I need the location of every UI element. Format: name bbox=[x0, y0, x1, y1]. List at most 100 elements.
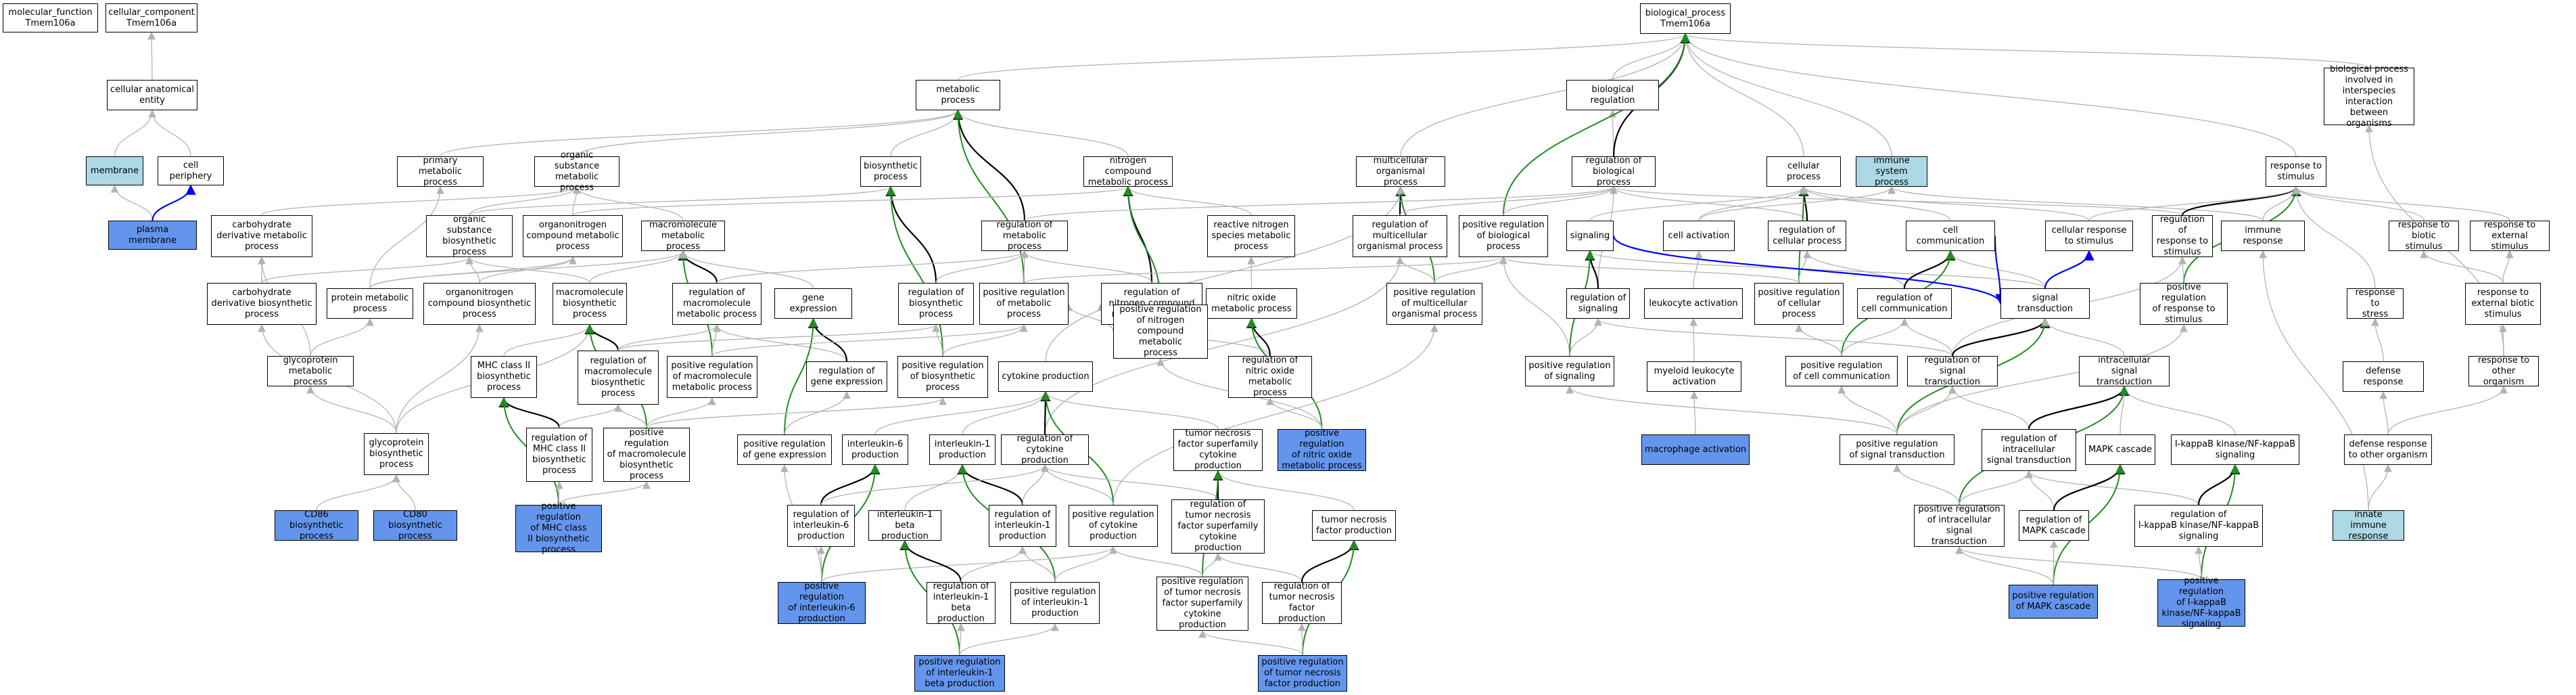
node-macromolecule-metabolic-process[interactable]: macromolecule metabolic process bbox=[641, 220, 725, 252]
node-regulation-of-multicellular-organismal-process[interactable]: regulation of multicellular organismal p… bbox=[1353, 215, 1447, 257]
node-positive-regulation-of-macromolecule-metabolic-process[interactable]: positive regulation of macromolecule met… bbox=[667, 356, 757, 398]
node-interleukin-1-beta-production[interactable]: interleukin-1 beta production bbox=[868, 510, 941, 541]
node-regulation-of-gene-expression[interactable]: regulation of gene expression bbox=[806, 361, 887, 392]
node-positive-regulation-of-nitrogen-compound-metabolic-process[interactable]: positive regulation of nitrogen compound… bbox=[1113, 305, 1208, 359]
node-cell-activation[interactable]: cell activation bbox=[1663, 221, 1735, 251]
node-cd86-biosynthetic-process[interactable]: CD86 biosynthetic process bbox=[275, 510, 358, 541]
node-regulation-of-nitric-oxide-metabolic-process[interactable]: regulation of nitric oxide metabolic pro… bbox=[1228, 355, 1312, 398]
node-organonitrogen-compound-biosynthetic-process[interactable]: organonitrogen compound biosynthetic pro… bbox=[423, 283, 536, 325]
node-positive-regulation-of-cell-communication[interactable]: positive regulation of cell communicatio… bbox=[1785, 356, 1898, 386]
node-positive-regulation-of-mhc-class-ii-biosynthetic-process[interactable]: positive regulation of MHC class II bios… bbox=[515, 501, 602, 555]
node-biosynthetic-process[interactable]: biosynthetic process bbox=[860, 156, 921, 187]
node-regulation-of-cell-communication[interactable]: regulation of cell communication bbox=[1857, 288, 1952, 319]
node-positive-regulation-of-biological-process[interactable]: positive regulation of biological proces… bbox=[1459, 215, 1548, 257]
node-biological-regulation[interactable]: biological regulation bbox=[1566, 80, 1659, 110]
node-plasma-membrane[interactable]: plasma membrane bbox=[108, 221, 197, 250]
node-regulation-of-tumor-necrosis-factor-production[interactable]: regulation of tumor necrosis factor prod… bbox=[1262, 581, 1342, 624]
node-macrophage-activation[interactable]: macrophage activation bbox=[1641, 434, 1750, 465]
node-reactive-nitrogen-species-metabolic-process[interactable]: reactive nitrogen species metabolic proc… bbox=[1207, 215, 1295, 257]
node-positive-regulation-of-i-kappab-kinase-nf-kappab-signaling[interactable]: positive regulation of I-kappaB kinase/N… bbox=[2157, 576, 2245, 629]
node-metabolic-process[interactable]: metabolic process bbox=[916, 80, 1000, 110]
node-positive-regulation-of-tumor-necrosis-factor-production[interactable]: positive regulation of tumor necrosis fa… bbox=[1258, 655, 1347, 692]
node-response-to-external-biotic-stimulus[interactable]: response to external biotic stimulus bbox=[2465, 283, 2541, 325]
node-tumor-necrosis-factor-production[interactable]: tumor necrosis factor production bbox=[1312, 510, 1396, 541]
node-immune-system-process[interactable]: immune system process bbox=[1856, 156, 1927, 187]
node-regulation-of-biosynthetic-process[interactable]: regulation of biosynthetic process bbox=[898, 283, 974, 325]
node-positive-regulation-of-intracellular-signal-transduction[interactable]: positive regulation of intracellular sig… bbox=[1914, 504, 2005, 547]
node-regulation-of-signal-transduction[interactable]: regulation of signal transduction bbox=[1907, 355, 1998, 387]
node-regulation-of-intracellular-signal-transduction[interactable]: regulation of intracellular signal trans… bbox=[1982, 429, 2076, 471]
node-positive-regulation-of-gene-expression[interactable]: positive regulation of gene expression bbox=[737, 434, 832, 465]
node-mhc-class-ii-biosynthetic-process[interactable]: MHC class II biosynthetic process bbox=[471, 356, 537, 398]
node-positive-regulation-of-signal-transduction[interactable]: positive regulation of signal transducti… bbox=[1840, 434, 1954, 465]
node-glycoprotein-metabolic-process[interactable]: glycoprotein metabolic process bbox=[267, 355, 354, 387]
node-tumor-necrosis-factor-superfamily-cytokine-production[interactable]: tumor necrosis factor superfamily cytoki… bbox=[1173, 428, 1263, 471]
node-response-to-biotic-stimulus[interactable]: response to biotic stimulus bbox=[2389, 220, 2459, 252]
node-positive-regulation-of-nitric-oxide-metabolic-process[interactable]: positive regulation of nitric oxide meta… bbox=[1278, 428, 1366, 471]
node-cellular-component[interactable]: cellular_component Tmem106a bbox=[106, 3, 197, 32]
node-immune-response[interactable]: immune response bbox=[2221, 221, 2305, 251]
node-regulation-of-signaling[interactable]: regulation of signaling bbox=[1566, 288, 1630, 319]
node-response-to-other-organism[interactable]: response to other organism bbox=[2468, 355, 2539, 387]
node-positive-regulation-of-signaling[interactable]: positive regulation of signaling bbox=[1525, 356, 1614, 386]
node-mapk-cascade[interactable]: MAPK cascade bbox=[2085, 434, 2155, 465]
node-regulation-of-mapk-cascade[interactable]: regulation of MAPK cascade bbox=[2019, 510, 2089, 541]
node-regulation-of-biological-process[interactable]: regulation of biological process bbox=[1572, 156, 1656, 187]
node-regulation-of-response-to-stimulus[interactable]: regulation of response to stimulus bbox=[2152, 215, 2213, 257]
node-cellular-anatomical-entity[interactable]: cellular anatomical entity bbox=[107, 80, 197, 110]
node-myeloid-leukocyte-activation[interactable]: myeloid leukocyte activation bbox=[1647, 361, 1741, 392]
node-cell-communication[interactable]: cell communication bbox=[1906, 221, 1995, 251]
node-interleukin-6-production[interactable]: interleukin-6 production bbox=[842, 434, 908, 465]
node-signaling[interactable]: signaling bbox=[1566, 221, 1614, 251]
node-positive-regulation-of-interleukin-1-beta-production[interactable]: positive regulation of interleukin-1 bet… bbox=[914, 655, 1005, 692]
node-carbohydrate-derivative-biosynthetic-process[interactable]: carbohydrate derivative biosynthetic pro… bbox=[207, 283, 317, 325]
node-regulation-of-mhc-class-ii-biosynthetic-process[interactable]: regulation of MHC class II biosynthetic … bbox=[526, 428, 592, 482]
node-i-kappab-kinase-nf-kappab-signaling[interactable]: I-kappaB kinase/NF-kappaB signaling bbox=[2171, 434, 2299, 465]
node-primary-metabolic-process[interactable]: primary metabolic process bbox=[397, 156, 484, 187]
node-positive-regulation-of-biosynthetic-process[interactable]: positive regulation of biosynthetic proc… bbox=[897, 356, 988, 398]
node-positive-regulation-of-cellular-process[interactable]: positive regulation of cellular process bbox=[1754, 283, 1844, 325]
node-cd80-biosynthetic-process[interactable]: CD80 biosynthetic process bbox=[373, 510, 457, 541]
node-leukocyte-activation[interactable]: leukocyte activation bbox=[1644, 288, 1743, 319]
node-interleukin-1-production[interactable]: interleukin-1 production bbox=[929, 434, 996, 465]
node-nitrogen-compound-metabolic-process[interactable]: nitrogen compound metabolic process bbox=[1083, 156, 1173, 187]
node-bp-interspecies-interaction[interactable]: biological process involved in interspec… bbox=[2324, 64, 2414, 129]
node-positive-regulation-of-response-to-stimulus[interactable]: positive regulation of response to stimu… bbox=[2140, 282, 2228, 325]
node-regulation-of-tumor-necrosis-factor-superfamily-cytokine-production[interactable]: regulation of tumor necrosis factor supe… bbox=[1171, 499, 1265, 554]
node-positive-regulation-of-interleukin-6-production[interactable]: positive regulation of interleukin-6 pro… bbox=[778, 581, 866, 624]
node-carbohydrate-derivative-metabolic-process[interactable]: carbohydrate derivative metabolic proces… bbox=[211, 215, 312, 257]
node-cytokine-production[interactable]: cytokine production bbox=[998, 361, 1093, 392]
node-regulation-of-metabolic-process[interactable]: regulation of metabolic process bbox=[981, 220, 1068, 252]
node-response-to-stress[interactable]: response to stress bbox=[2347, 288, 2404, 319]
node-response-to-external-stimulus[interactable]: response to external stimulus bbox=[2470, 220, 2550, 252]
node-organic-substance-metabolic-process[interactable]: organic substance metabolic process bbox=[534, 150, 619, 193]
node-defense-response-to-other-organism[interactable]: defense response to other organism bbox=[2344, 434, 2432, 465]
node-glycoprotein-biosynthetic-process[interactable]: glycoprotein biosynthetic process bbox=[364, 433, 429, 475]
node-innate-immune-response[interactable]: innate immune response bbox=[2333, 510, 2404, 541]
node-molecular-function[interactable]: molecular_function Tmem106a bbox=[3, 3, 98, 32]
node-intracellular-signal-transduction[interactable]: intracellular signal transduction bbox=[2079, 355, 2170, 387]
node-organonitrogen-compound-metabolic-process[interactable]: organonitrogen compound metabolic proces… bbox=[523, 215, 623, 257]
node-regulation-of-cytokine-production[interactable]: regulation of cytokine production bbox=[1001, 434, 1089, 466]
node-defense-response[interactable]: defense response bbox=[2343, 361, 2424, 392]
node-positive-regulation-of-mapk-cascade[interactable]: positive regulation of MAPK cascade bbox=[2009, 585, 2098, 619]
node-biological-process[interactable]: biological_process Tmem106a bbox=[1640, 3, 1731, 34]
node-cell-periphery[interactable]: cell periphery bbox=[158, 156, 224, 185]
node-positive-regulation-of-tumor-necrosis-factor-superfamily-cytokine-production[interactable]: positive regulation of tumor necrosis fa… bbox=[1156, 577, 1248, 631]
node-regulation-of-cellular-process[interactable]: regulation of cellular process bbox=[1768, 221, 1846, 251]
node-positive-regulation-of-metabolic-process[interactable]: positive regulation of metabolic process bbox=[979, 283, 1069, 325]
node-cellular-process[interactable]: cellular process bbox=[1766, 156, 1841, 187]
node-signal-transduction[interactable]: signal transduction bbox=[2000, 288, 2090, 319]
node-positive-regulation-of-cytokine-production[interactable]: positive regulation of cytokine producti… bbox=[1069, 505, 1158, 547]
node-regulation-of-macromolecule-metabolic-process[interactable]: regulation of macromolecule metabolic pr… bbox=[672, 283, 762, 325]
node-nitric-oxide-metabolic-process[interactable]: nitric oxide metabolic process bbox=[1206, 288, 1297, 319]
node-macromolecule-biosynthetic-process[interactable]: macromolecule biosynthetic process bbox=[553, 283, 627, 325]
node-protein-metabolic-process[interactable]: protein metabolic process bbox=[327, 288, 413, 319]
node-cellular-response-to-stimulus[interactable]: cellular response to stimulus bbox=[2045, 221, 2133, 251]
node-positive-regulation-of-multicellular-organismal-process[interactable]: positive regulation of multicellular org… bbox=[1386, 283, 1482, 325]
node-positive-regulation-of-macromolecule-biosynthetic-process[interactable]: positive regulation of macromolecule bio… bbox=[603, 428, 690, 482]
node-regulation-of-i-kappab-kinase-nf-kappab-signaling[interactable]: regulation of I-kappaB kinase/NF-kappaB … bbox=[2134, 505, 2263, 547]
node-membrane[interactable]: membrane bbox=[86, 156, 143, 185]
node-regulation-of-interleukin-6-production[interactable]: regulation of interleukin-6 production bbox=[787, 505, 855, 547]
node-response-to-stimulus[interactable]: response to stimulus bbox=[2266, 156, 2326, 187]
